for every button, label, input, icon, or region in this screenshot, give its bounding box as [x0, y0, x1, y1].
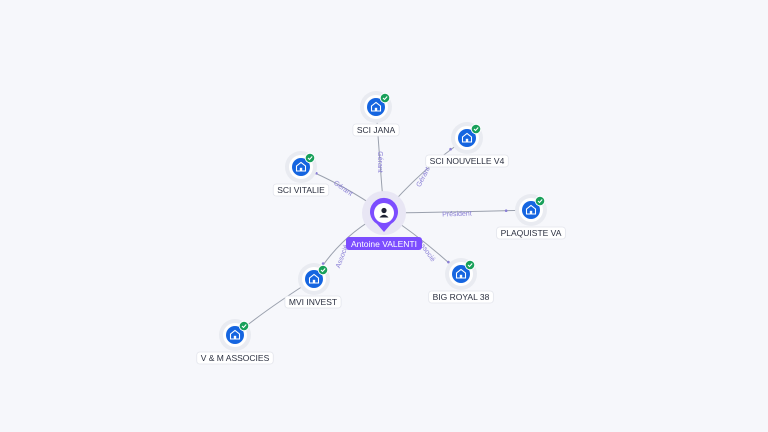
edge-arrow-marker: [504, 209, 508, 212]
check-glyph: [382, 96, 388, 101]
building-glyph: [295, 161, 307, 172]
check-glyph: [320, 268, 326, 273]
relation-label: Gérant: [376, 151, 383, 172]
check-icon: [535, 196, 545, 206]
building-glyph: [370, 101, 382, 112]
company-label-box: [284, 295, 342, 309]
check-icon: [380, 93, 390, 103]
building-glyph: [525, 204, 537, 215]
building-glyph: [229, 329, 241, 340]
company-label-box: [425, 154, 509, 168]
company-node[interactable]: BIG ROYAL 38: [428, 258, 494, 304]
nodes-layer: SCI JANA SCI NOUVELLE V4 SCI VITALIE PLAQUI…: [196, 91, 566, 365]
company-name: SCI VITALIE: [277, 185, 325, 195]
check-icon: [239, 321, 249, 331]
building-door: [465, 138, 469, 142]
building-door: [299, 167, 303, 171]
check-icon: [305, 153, 315, 163]
check-icon: [471, 124, 481, 134]
relation-label: Président: [442, 210, 472, 218]
building-door: [312, 279, 316, 283]
company-node[interactable]: MVI INVEST: [284, 263, 342, 309]
building-glyph: [308, 273, 320, 284]
check-glyph: [241, 324, 247, 329]
company-label-box: [196, 351, 274, 365]
relation-label: Gérant: [332, 180, 354, 198]
company-label-box: [428, 290, 494, 304]
check-glyph: [473, 127, 479, 132]
building-door: [233, 335, 237, 339]
company-label-box: [352, 123, 400, 137]
check-glyph: [537, 199, 543, 204]
check-glyph: [307, 156, 313, 161]
company-name: V & M ASSOCIES: [201, 353, 270, 363]
check-icon: [318, 265, 328, 275]
building-glyph: [455, 268, 467, 279]
company-label-box: [496, 226, 566, 240]
company-node[interactable]: PLAQUISTE VA: [496, 194, 566, 240]
company-node[interactable]: SCI JANA: [352, 91, 400, 137]
building-glyph: [461, 132, 473, 143]
company-label-box: [272, 183, 330, 197]
building-door: [374, 107, 378, 111]
company-name: SCI NOUVELLE V4: [430, 156, 505, 166]
company-node[interactable]: SCI VITALIE: [272, 151, 330, 197]
edge-arrow-marker: [321, 262, 325, 265]
person-head: [381, 207, 387, 214]
person-label-box: [346, 237, 422, 250]
company-name: SCI JANA: [357, 125, 396, 135]
edge-arrow-marker: [447, 260, 450, 264]
person-body: [379, 214, 389, 218]
check-icon: [465, 260, 475, 270]
building-door: [459, 274, 463, 278]
company-node[interactable]: V & M ASSOCIES: [196, 319, 274, 365]
company-name: PLAQUISTE VA: [501, 228, 562, 238]
company-node[interactable]: SCI NOUVELLE V4: [425, 122, 509, 168]
edge-arrow-marker: [449, 147, 452, 151]
person-name: Antoine VALENTI: [351, 239, 417, 249]
company-name: MVI INVEST: [289, 297, 337, 307]
check-glyph: [467, 263, 473, 268]
center-node[interactable]: Antoine VALENTI: [346, 191, 422, 250]
building-door: [529, 210, 533, 214]
company-name: BIG ROYAL 38: [433, 292, 490, 302]
